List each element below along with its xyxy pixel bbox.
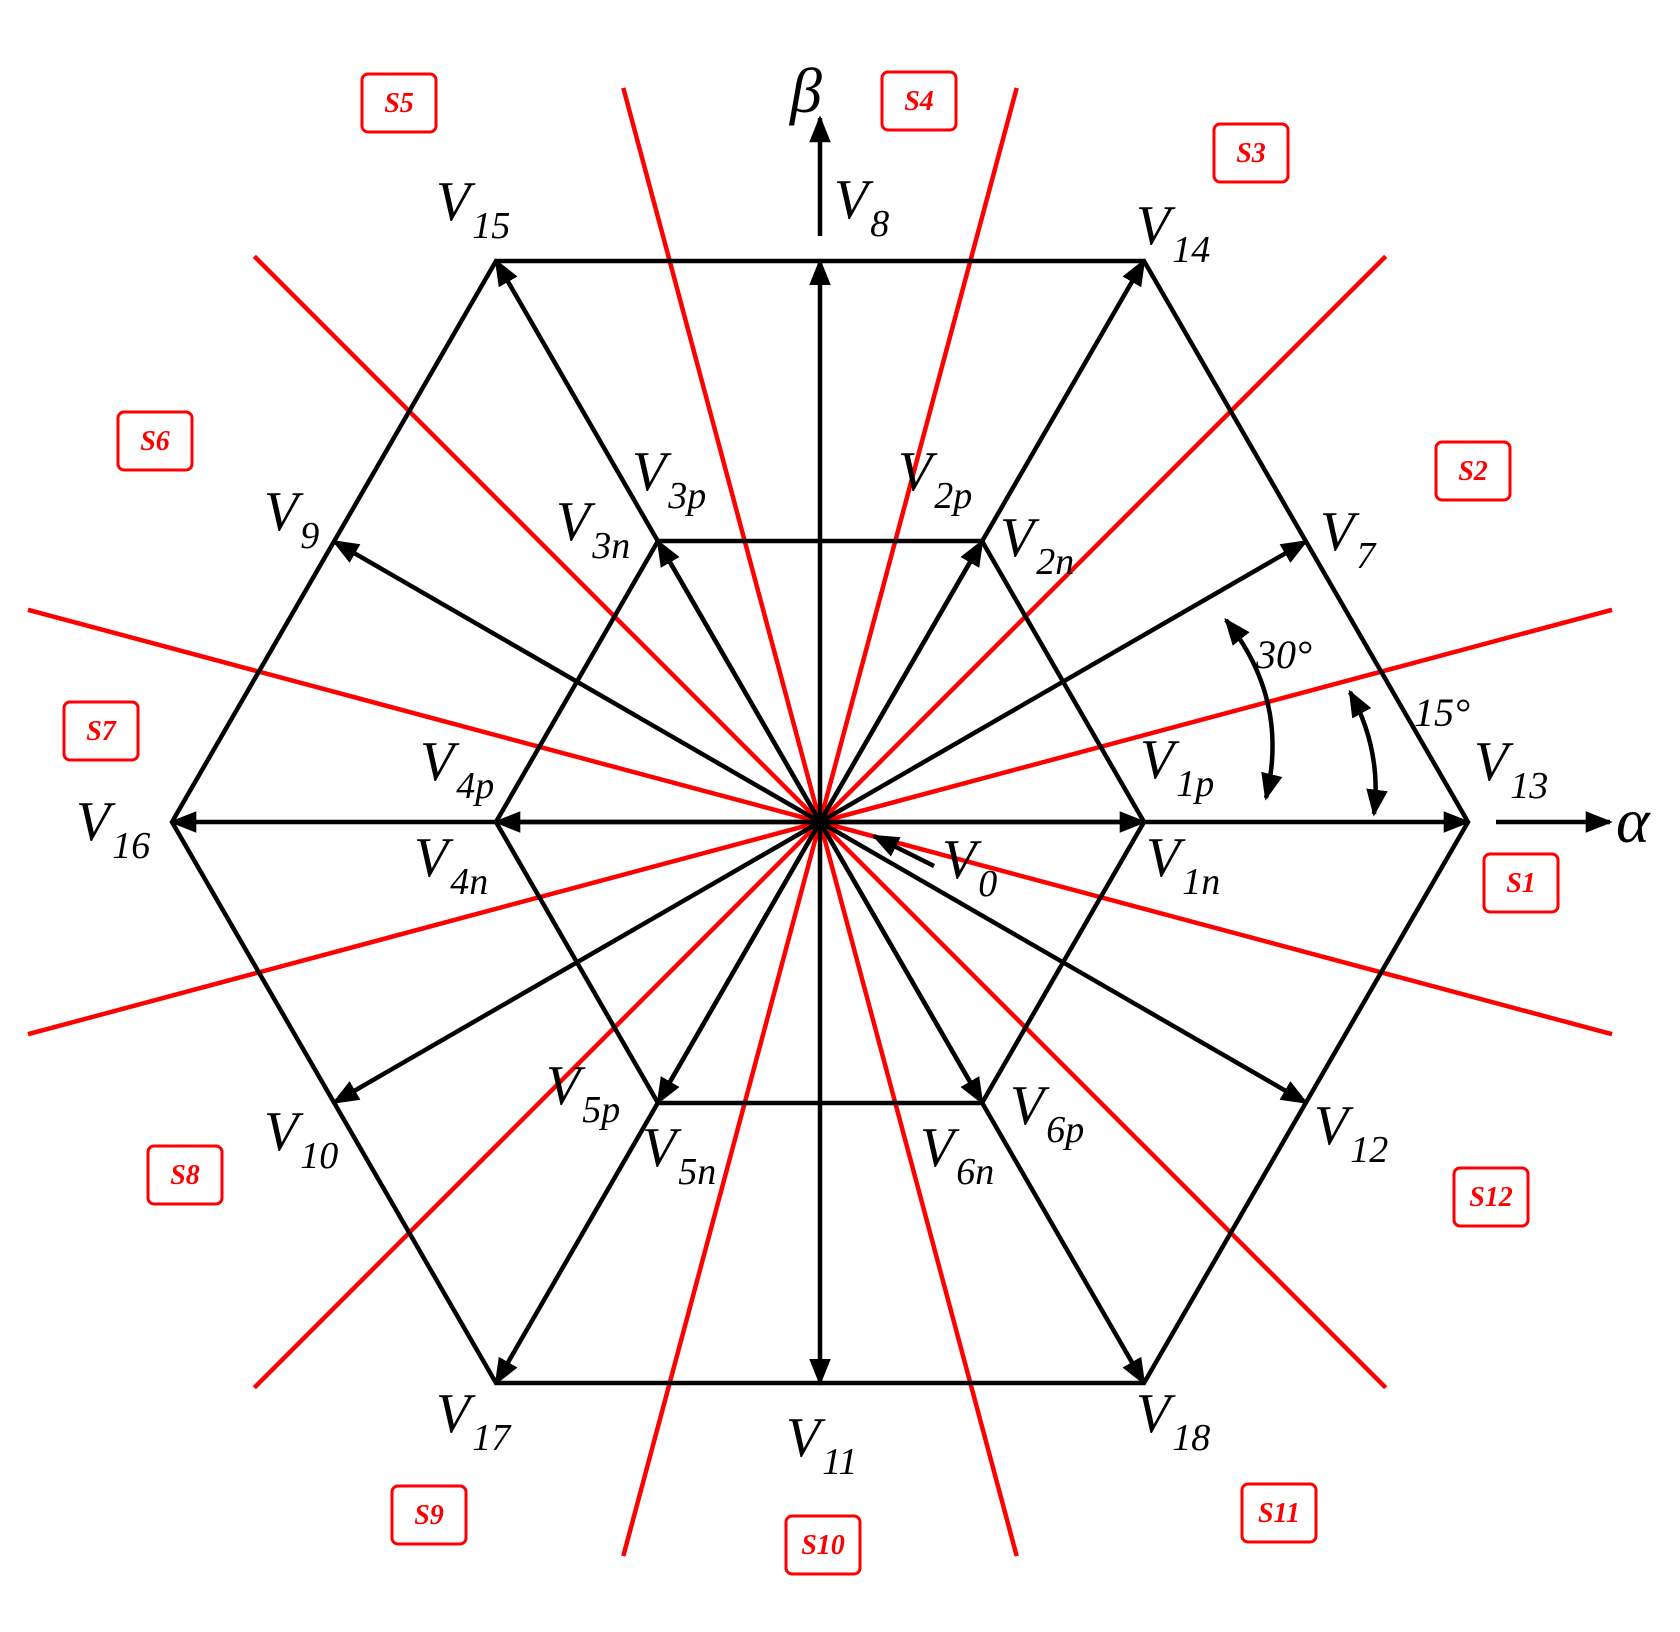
svg-text:S10: S10 (801, 1530, 845, 1561)
label-v2p: V2p (898, 441, 972, 517)
label-v8: V8 (834, 169, 889, 245)
sector-s10: S10 (784, 1514, 862, 1576)
label-v5p: V5p (546, 1055, 620, 1131)
sector-s9: S9 (390, 1484, 468, 1546)
label-v13: V13 (1474, 731, 1548, 807)
angle-30-label: 30° (1255, 632, 1312, 677)
sector-s4: S4 (880, 70, 958, 132)
sector-s7: S7 (62, 700, 140, 762)
svg-text:S11: S11 (1258, 1498, 1300, 1529)
svg-text:S2: S2 (1458, 456, 1488, 487)
svg-text:S5: S5 (384, 88, 414, 119)
voltage-vector-arrows (169, 258, 1471, 1386)
label-v0: V0 (942, 829, 997, 905)
label-v18: V18 (1136, 1383, 1210, 1459)
label-v1p: V1p (1140, 729, 1214, 805)
angle-15-arc (1348, 689, 1388, 817)
small-vector-arrow-240 (656, 820, 822, 1105)
label-v4n: V4n (414, 827, 488, 903)
svg-text:S8: S8 (170, 1160, 200, 1191)
svg-text:S4: S4 (904, 86, 934, 117)
medium-vector-arrow-210 (331, 820, 822, 1105)
sector-s3: S3 (1212, 122, 1290, 184)
svg-text:S3: S3 (1236, 138, 1266, 169)
label-v10: V10 (264, 1101, 338, 1177)
medium-vector-arrow-330 (818, 820, 1309, 1105)
svg-text:S6: S6 (140, 426, 170, 457)
origin-point (812, 814, 828, 830)
vector-labels: V0 V1p V1n V2p V2n V3p V3n V4p V4n V5p V… (76, 169, 1548, 1483)
small-vector-arrow-300 (818, 820, 984, 1105)
label-v1n: V1n (1146, 827, 1220, 903)
label-v3n: V3n (556, 491, 630, 567)
sector-s2: S2 (1434, 440, 1512, 502)
svg-text:S7: S7 (86, 716, 117, 747)
angle-15-label: 15° (1414, 690, 1470, 735)
sector-s1: S1 (1482, 852, 1560, 914)
label-v11: V11 (786, 1407, 857, 1483)
label-v5n: V5n (642, 1117, 716, 1193)
label-v9: V9 (264, 481, 319, 557)
alpha-axis-label: α (1616, 785, 1651, 856)
beta-axis-label: β (788, 55, 822, 126)
zero-vector-pointer (871, 833, 936, 869)
sector-s5: S5 (360, 72, 438, 134)
sector-s6: S6 (116, 410, 194, 472)
label-v17: V17 (436, 1383, 512, 1459)
label-v2n: V2n (1000, 507, 1074, 583)
medium-vector-arrow-150 (331, 539, 822, 824)
angle-30-arc (1224, 617, 1283, 801)
sector-s12: S12 (1452, 1166, 1530, 1228)
sector-s8: S8 (146, 1144, 224, 1206)
label-v14: V14 (1136, 195, 1210, 271)
svg-text:S12: S12 (1469, 1182, 1513, 1213)
small-vector-arrow-60 (818, 539, 984, 824)
coordinate-axes: β α (788, 55, 1651, 856)
label-v6n: V6n (920, 1117, 994, 1193)
sector-labels: S1 S2 S3 S4 S5 S6 S7 S8 S9 S10 S11 S12 (62, 70, 1560, 1576)
label-v16: V16 (76, 791, 150, 867)
medium-vector-arrow-30 (818, 539, 1309, 824)
label-v15: V15 (436, 171, 510, 247)
label-v6p: V6p (1010, 1075, 1084, 1151)
svg-text:S1: S1 (1506, 868, 1536, 899)
label-v12: V12 (1314, 1095, 1388, 1171)
small-vector-arrow-120 (656, 539, 822, 824)
svg-text:S9: S9 (414, 1500, 444, 1531)
sector-s11: S11 (1240, 1482, 1318, 1544)
label-v4p: V4p (420, 731, 494, 807)
label-v3p: V3p (632, 441, 706, 517)
angle-markers: 30° 15° (1224, 617, 1470, 817)
label-v7: V7 (1320, 501, 1377, 577)
